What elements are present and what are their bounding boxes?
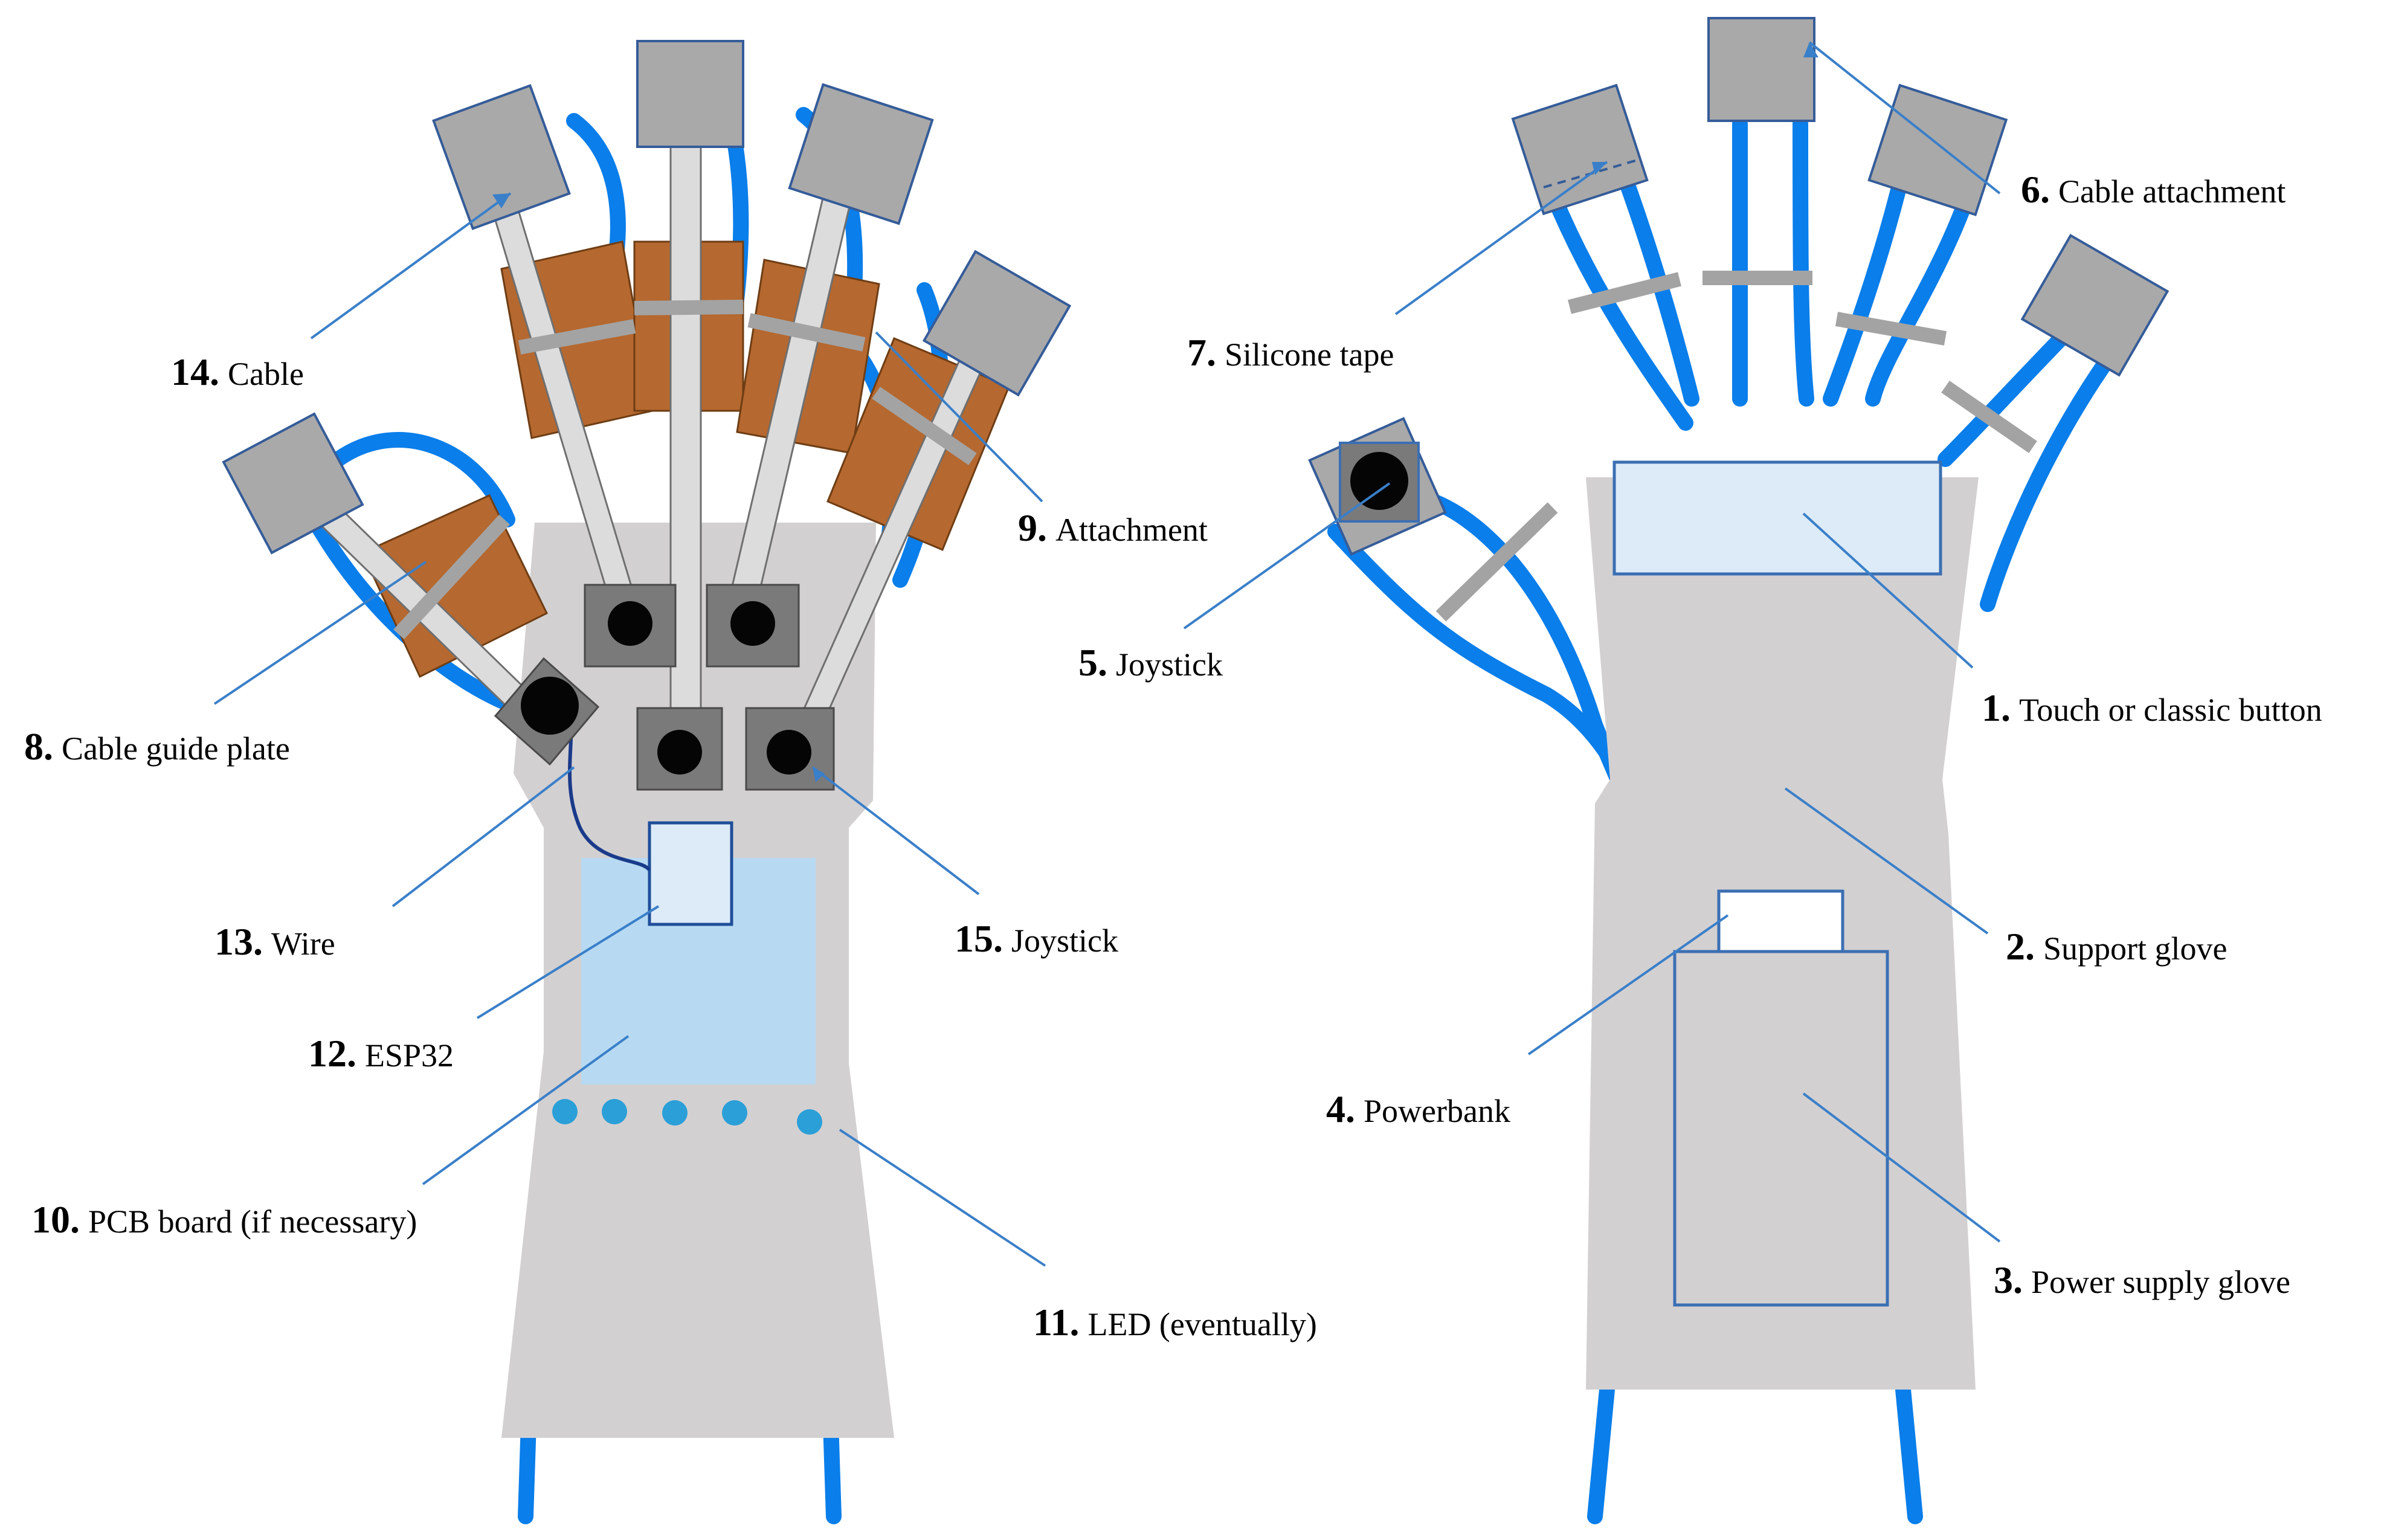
label-7-text: Silicone tape (1225, 337, 1394, 373)
powerbank-top (1717, 889, 1844, 953)
label-3-text: Power supply glove (2031, 1264, 2290, 1300)
label-7-num: 7. (1187, 331, 1216, 374)
svg-text:3.Power supply glove: 3.Power supply glove (1994, 1258, 2290, 1301)
svg-text:7.Silicone tape: 7.Silicone tape (1187, 331, 1394, 374)
label-3: 3.Power supply glove (1994, 1258, 2290, 1301)
right-joystick-knob (1350, 452, 1408, 510)
label-7: 7.Silicone tape (1187, 331, 1394, 374)
fingertip-attachments (222, 40, 1072, 555)
label-12-text: ESP32 (365, 1037, 454, 1074)
label-5: 5.Joystick (1078, 641, 1223, 684)
right-silicone-tape (1435, 271, 2037, 622)
label-13: 13.Wire (214, 920, 335, 963)
label-5-num: 5. (1078, 641, 1107, 684)
svg-text:5.Joystick: 5.Joystick (1078, 641, 1223, 684)
svg-text:4.Powerbank: 4.Powerbank (1326, 1087, 1510, 1130)
left-glove (222, 40, 1072, 1524)
leader-arrowheads (492, 42, 1818, 782)
palm-joystick-knobs (521, 601, 811, 775)
label-1: 1.Touch or classic button (1982, 686, 2322, 729)
label-6: 6.Cable attachment (2021, 168, 2286, 211)
svg-text:11.LED (eventually): 11.LED (eventually) (1033, 1301, 1317, 1344)
wire (568, 703, 651, 872)
label-11-num: 11. (1033, 1301, 1079, 1344)
label-2-text: Support glove (2043, 930, 2228, 967)
label-9: 9.Attachment (1018, 506, 1208, 549)
label-4: 4.Powerbank (1326, 1087, 1510, 1130)
label-12-num: 12. (308, 1032, 356, 1075)
svg-text:1.Touch or classic button: 1.Touch or classic button (1982, 686, 2322, 729)
label-2: 2.Support glove (2006, 925, 2228, 968)
svg-text:10.PCB board (if necessary): 10.PCB board (if necessary) (31, 1198, 417, 1241)
silicone-tape (393, 300, 977, 640)
label-9-num: 9. (1018, 506, 1047, 549)
svg-text:6.Cable attachment: 6.Cable attachment (2021, 168, 2286, 211)
led-row (552, 1099, 822, 1135)
label-4-num: 4. (1326, 1087, 1355, 1130)
label-8-text: Cable guide plate (62, 730, 290, 767)
svg-text:13.Wire: 13.Wire (214, 920, 335, 963)
label-13-num: 13. (214, 920, 263, 963)
label-12: 12.ESP32 (308, 1032, 454, 1075)
label-14-text: Cable (228, 356, 304, 392)
label-15: 15.Joystick (955, 917, 1118, 960)
label-14: 14.Cable (171, 350, 304, 393)
label-5-text: Joystick (1116, 646, 1223, 683)
label-14-num: 14. (171, 350, 219, 393)
label-3-num: 3. (1994, 1258, 2023, 1301)
leader-lines (213, 41, 2001, 1267)
label-11: 11.LED (eventually) (1033, 1301, 1317, 1344)
label-4-text: Powerbank (1364, 1093, 1510, 1129)
label-10-num: 10. (31, 1198, 80, 1241)
svg-text:2.Support glove: 2.Support glove (2006, 925, 2228, 968)
label-1-num: 1. (1982, 686, 2011, 729)
label-11-text: LED (eventually) (1087, 1306, 1316, 1342)
svg-text:8.Cable guide plate: 8.Cable guide plate (24, 725, 290, 768)
label-6-num: 6. (2021, 168, 2050, 211)
label-6-text: Cable attachment (2058, 173, 2286, 210)
label-15-text: Joystick (1011, 923, 1118, 959)
powerbank (1673, 950, 1889, 1307)
label-8: 8.Cable guide plate (24, 725, 290, 768)
label-13-text: Wire (271, 926, 335, 962)
label-10: 10.PCB board (if necessary) (31, 1198, 417, 1241)
right-glove (1308, 17, 2170, 1524)
svg-text:14.Cable: 14.Cable (171, 350, 304, 393)
esp32 (648, 821, 733, 926)
label-8-num: 8. (24, 725, 53, 768)
label-2-num: 2. (2006, 925, 2035, 968)
label-15-num: 15. (955, 917, 1003, 960)
label-9-text: Attachment (1055, 512, 1208, 548)
touch-button (1612, 460, 1942, 576)
label-1-text: Touch or classic button (2019, 692, 2322, 728)
svg-text:15.Joystick: 15.Joystick (955, 917, 1118, 960)
svg-text:9.Attachment: 9.Attachment (1018, 506, 1208, 549)
label-10-text: PCB board (if necessary) (88, 1203, 417, 1240)
svg-text:12.ESP32: 12.ESP32 (308, 1032, 454, 1075)
